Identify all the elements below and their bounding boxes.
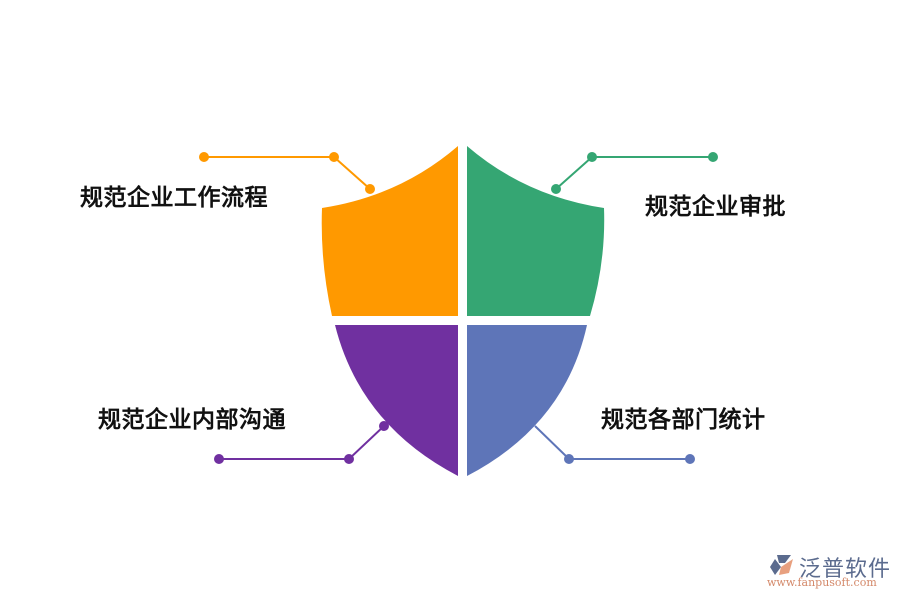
label-bottom-right: 规范各部门统计 xyxy=(601,407,766,433)
logo-url: www.fanpusoft.com xyxy=(767,576,877,589)
brand-logo: 泛普软件 www.fanpusoft.com xyxy=(765,551,895,591)
logo-name: 泛普软件 xyxy=(799,557,892,582)
connector-bottom-right xyxy=(534,425,695,464)
connector-top-left xyxy=(199,152,375,194)
shield-quadrant-top-right xyxy=(467,146,605,316)
connector-top-right xyxy=(551,152,718,194)
shield-quadrant-top-left xyxy=(321,146,458,316)
label-top-right: 规范企业审批 xyxy=(645,194,786,220)
connector-bottom-left xyxy=(214,421,389,464)
shield-quadrant-bottom-right xyxy=(467,325,587,476)
label-top-left: 规范企业工作流程 xyxy=(80,185,268,211)
label-bottom-left: 规范企业内部沟通 xyxy=(98,407,286,433)
shield-quadrant-bottom-left xyxy=(335,325,458,476)
logo-mark-icon xyxy=(770,555,793,575)
